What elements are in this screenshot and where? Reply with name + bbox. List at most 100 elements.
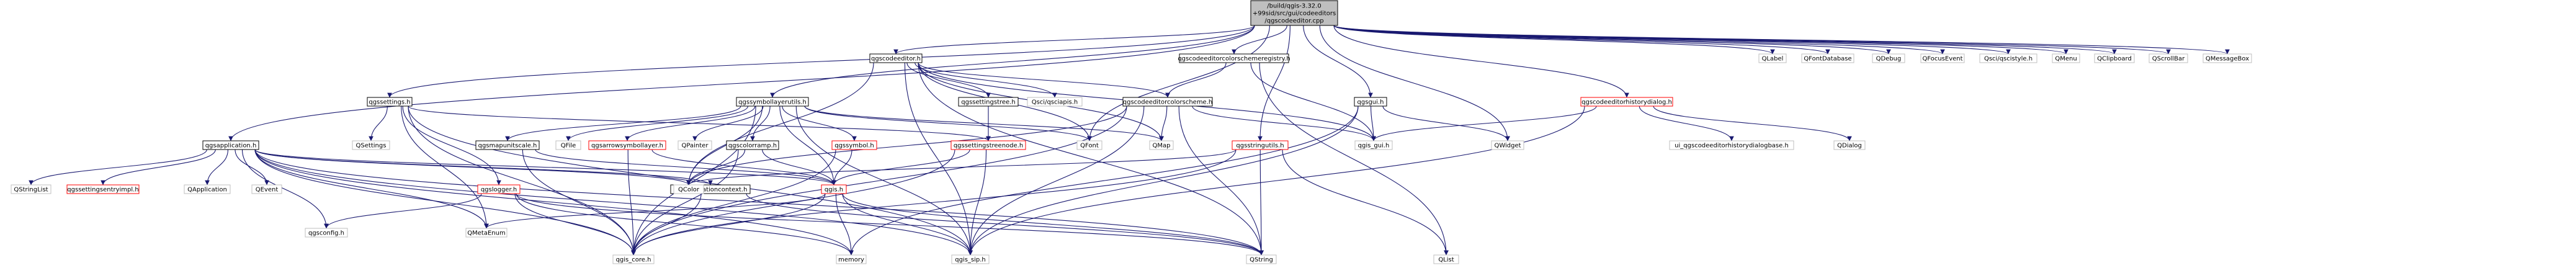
node-box [958, 97, 1019, 107]
node-label: /build/qgis-3.32.0 [1267, 3, 1321, 10]
node-box [465, 228, 508, 238]
node-qgssettingstreenode_h[interactable]: qgssettingstreenode.h [950, 140, 1026, 150]
node-box [1920, 53, 1965, 63]
edge-qgslogger_h-to-QString [516, 193, 1264, 256]
edge-qgsarrowsymbollayer_h-to-qgis_h [651, 149, 836, 186]
node-qgsmapunitscale_h[interactable]: qgsmapunitscale.h [475, 140, 540, 150]
node-box [555, 140, 581, 150]
node-label: QString [1250, 257, 1273, 264]
node-QList: QList [1433, 254, 1459, 264]
edge-qgsmapunitscale_h-to-qgis_core_h [522, 149, 636, 256]
node-label: QDialog [1837, 143, 1862, 150]
node-qgscodeeditor_h[interactable]: qgscodeeditor.h [869, 53, 923, 63]
node-qgssymbol_h[interactable]: qgssymbol.h [831, 140, 877, 150]
edge-qgssymbol_h-to-qgis_h [831, 149, 852, 186]
node-box [2094, 53, 2135, 63]
edge-qgscodeeditorcolorscheme_h-to-QColor [686, 105, 1127, 186]
node-label: Qsci/qscistyle.h [1984, 56, 2033, 63]
node-QDialog: QDialog [1833, 140, 1866, 150]
node-box [1801, 53, 1854, 63]
node-QScrollBar: QScrollBar [2149, 53, 2188, 63]
node-root[interactable]: /build/qgis-3.32.0+99sid/src/gui/codeedi… [1250, 0, 1338, 26]
node-box [831, 140, 877, 150]
node-qgsstringutils_h[interactable]: qgsstringutils.h [1232, 140, 1289, 150]
node-label: qgscodeeditorhistorydialog.h [1581, 99, 1672, 106]
edge-qgssettings_h-to-QMetaEnum [401, 105, 489, 229]
node-label: QFile [561, 143, 576, 150]
edge-root-to-QFont [1087, 25, 1270, 141]
node-label: qgscolorramp.h [728, 143, 777, 150]
edge-qgssettings_h-to-qgssettingstreenode_h [408, 105, 991, 141]
edge-root-to-qgscodeeditorcolorschemeregistry_h [1232, 25, 1287, 55]
node-label: qgis.h [825, 187, 843, 194]
node-box [2203, 53, 2252, 63]
node-box [836, 254, 867, 264]
edge-root-to-qgssettings_h [387, 25, 1255, 98]
edge-qgsgui_h-to-qgis_gui_h [1371, 105, 1376, 141]
node-box [1580, 97, 1673, 107]
node-box [367, 97, 413, 107]
edge-qgssettingstreenode_h-to-qgis_core_h [631, 149, 955, 256]
node-box [1232, 140, 1289, 150]
node-qgssettings_h[interactable]: qgssettings.h [367, 97, 413, 107]
edge-qgssettingstreenode_h-to-qgis_h [831, 149, 970, 186]
node-qgscodeeditorhistorydialog_h[interactable]: qgscodeeditorhistorydialog.h [1580, 97, 1673, 107]
node-label: qgsarrowsymbollayer.h [591, 143, 663, 150]
node-label: QMessageBox [2206, 56, 2249, 63]
node-qgscodeeditorcolorscheme_h[interactable]: qgscodeeditorcolorscheme.h [1122, 97, 1213, 107]
edge-qgslogger_h-to-memory [516, 193, 854, 256]
node-label: QPainter [682, 143, 709, 150]
node-label: qgis_core.h [616, 257, 651, 264]
edge-qgsgui_h-to-QWidget [1382, 105, 1510, 141]
node-label: qgslogger.h [481, 187, 517, 194]
node-QApplication: QApplication [184, 184, 231, 194]
node-qgslogger_h[interactable]: qgslogger.h [477, 184, 521, 194]
node-QPainter: QPainter [678, 140, 712, 150]
node-label: ui_qgscodeeditorhistorydialogbase.h [1675, 143, 1789, 150]
node-qgscodeeditorcolorschemeregistry_h[interactable]: qgscodeeditorcolorschemeregistry.h [1178, 53, 1290, 63]
node-QMetaEnum: QMetaEnum [465, 228, 508, 238]
node-box [1250, 0, 1338, 26]
edge-qgscodeeditor_h-to-QString [918, 62, 1264, 256]
edge-root-to-QDebug [1333, 25, 1891, 55]
node-qgssymbollayerutils_h[interactable]: qgssymbollayerutils.h [736, 97, 809, 107]
edge-qgscodeeditorcolorscheme_h-to-QString [1178, 105, 1264, 256]
node-Qsciqsciapis_h: Qsci/qsciapis.h [1027, 97, 1083, 107]
edge-qgscodeeditorcolorscheme_h-to-qgis_core_h [631, 105, 1127, 256]
node-qgis_sip_h: qgis_sip.h [951, 254, 990, 264]
node-label: qgssettingstreenode.h [954, 143, 1023, 150]
edge-qgsapplication_h-to-qgis_core_h [254, 149, 636, 256]
node-box [821, 184, 847, 194]
node-QClipboard: QClipboard [2094, 53, 2135, 63]
node-qgsarrowsymbollayer_h[interactable]: qgsarrowsymbollayer.h [588, 140, 666, 150]
edge-qgsmapunitscale_h-to-qgis_h [535, 149, 836, 186]
node-box [588, 140, 666, 150]
node-label: QMap [1153, 143, 1171, 150]
edge-qgssymbollayerutils_h-to-qgis_core_h [631, 105, 756, 256]
edge-qgstranslationcontext_h-to-QString [746, 193, 1264, 256]
node-QFont: QFont [1076, 140, 1102, 150]
edge-qgssettings_h-to-qgis_core_h [408, 105, 636, 256]
node-label: QWidget [1494, 143, 1521, 150]
node-qgis_h[interactable]: qgis.h [821, 184, 847, 194]
node-label: qgsconfig.h [308, 230, 344, 237]
edge-qgsapplication_h-to-qgssettingsentryimpl_h [101, 149, 216, 186]
node-box [11, 184, 51, 194]
edge-qgssymbollayerutils_h-to-QFont [804, 105, 1092, 141]
node-label: QColor [678, 187, 700, 194]
edge-qgsapplication_h-to-QMetaEnum [254, 149, 489, 229]
edge-qgslogger_h-to-qgsconfig_h [324, 193, 482, 229]
node-box [1979, 53, 2037, 63]
node-qgsapplication_h[interactable]: qgsapplication.h [202, 140, 259, 150]
edge-qgscodeeditorcolorschemeregistry_h-to-qgis_gui_h [1250, 62, 1376, 141]
node-qgssettingstree_h[interactable]: qgssettingstree.h [958, 97, 1019, 107]
node-qgssettingsentryimpl_h[interactable]: qgssettingsentryimpl.h [66, 184, 140, 194]
edge-qgscodeeditor_h-to-Qsciqsciapis_h [915, 62, 1057, 98]
edge-qgscodeeditor_h-to-qgis_sip_h [904, 62, 973, 256]
edge-qgsapplication_h-to-QEvent [235, 149, 269, 186]
node-label: QScrollBar [2152, 56, 2185, 63]
node-qgscolorramp_h[interactable]: qgscolorramp.h [726, 140, 779, 150]
node-qgsgui_h[interactable]: qgsgui.h [1354, 97, 1387, 107]
edge-qgssymbollayerutils_h-to-QPainter [692, 105, 764, 141]
